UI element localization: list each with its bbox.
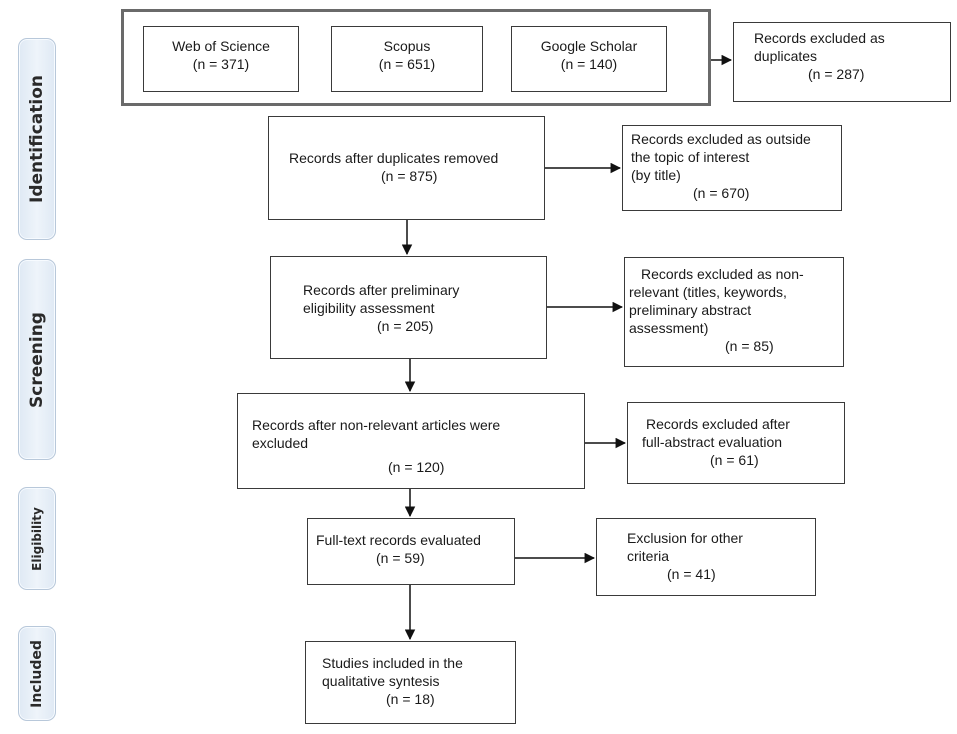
box-text: Studies included in the	[322, 655, 463, 671]
box-text: assessment)	[629, 320, 709, 336]
box-count: (n = 205)	[377, 318, 434, 334]
box-excluded-topic: Records excluded as outside the topic of…	[622, 125, 842, 211]
box-count: (n = 875)	[381, 168, 438, 184]
database-count: (n = 651)	[378, 56, 436, 72]
box-text: Records excluded as outside	[631, 131, 811, 147]
box-count: (n = 59)	[376, 550, 425, 566]
stage-included: Included	[18, 626, 56, 721]
database-scopus: Scopus (n = 651)	[331, 26, 483, 92]
box-text: excluded	[252, 435, 309, 451]
database-name: Web of Science	[172, 38, 270, 54]
database-google-scholar: Google Scholar (n = 140)	[511, 26, 667, 92]
box-excluded-other: Exclusion for other criteria (n = 41)	[596, 518, 816, 596]
box-after-preliminary: Records after preliminary eligibility as…	[270, 256, 547, 359]
box-count: (n = 61)	[710, 452, 759, 468]
stage-screening: Screening	[18, 259, 56, 460]
box-text: duplicates	[754, 48, 818, 64]
stage-identification: Identification	[18, 38, 56, 240]
database-name: Scopus	[383, 38, 431, 54]
box-text: the topic of interest	[631, 149, 750, 165]
database-count: (n = 371)	[192, 56, 250, 72]
stage-eligibility: Eligibility	[18, 487, 56, 590]
box-after-duplicates: Records after duplicates removed (n = 87…	[268, 116, 545, 220]
box-count: (n = 18)	[386, 691, 435, 707]
box-text: Exclusion for other	[627, 530, 743, 546]
box-count: (n = 120)	[388, 459, 445, 475]
box-text: eligibility assessment	[303, 300, 435, 316]
database-name: Google Scholar	[540, 38, 638, 54]
box-text: criteria	[627, 548, 670, 564]
box-text: Records after duplicates removed	[289, 150, 499, 166]
box-text: full-abstract evaluation	[642, 434, 783, 450]
box-excluded-nonrelevant: Records excluded as non- relevant (title…	[624, 257, 844, 367]
database-web-of-science: Web of Science (n = 371)	[143, 26, 299, 92]
box-count: (n = 85)	[725, 338, 774, 354]
box-count: (n = 670)	[693, 185, 750, 201]
box-text: Records after non-relevant articles were	[252, 417, 501, 433]
database-count: (n = 140)	[560, 56, 618, 72]
box-after-nonrelevant: Records after non-relevant articles were…	[237, 393, 585, 489]
box-text: relevant (titles, keywords,	[629, 284, 787, 300]
box-text: preliminary abstract	[629, 302, 752, 318]
box-fulltext: Full-text records evaluated (n = 59)	[307, 518, 515, 585]
box-duplicates-excluded: Records excluded as duplicates (n = 287)	[733, 22, 951, 102]
box-included: Studies included in the qualitative synt…	[305, 641, 516, 724]
box-text: Records after preliminary	[303, 282, 460, 298]
box-text: Records excluded as	[754, 30, 885, 46]
box-count: (n = 41)	[667, 566, 716, 582]
box-text: Records excluded as non-	[641, 266, 804, 282]
box-count: (n = 287)	[808, 66, 865, 82]
box-text: Full-text records evaluated	[316, 532, 481, 548]
box-text: qualitative syntesis	[322, 673, 440, 689]
box-text: (by title)	[631, 167, 681, 183]
box-text: Records excluded after	[646, 416, 790, 432]
box-excluded-fullabstract: Records excluded after full-abstract eva…	[627, 402, 845, 484]
